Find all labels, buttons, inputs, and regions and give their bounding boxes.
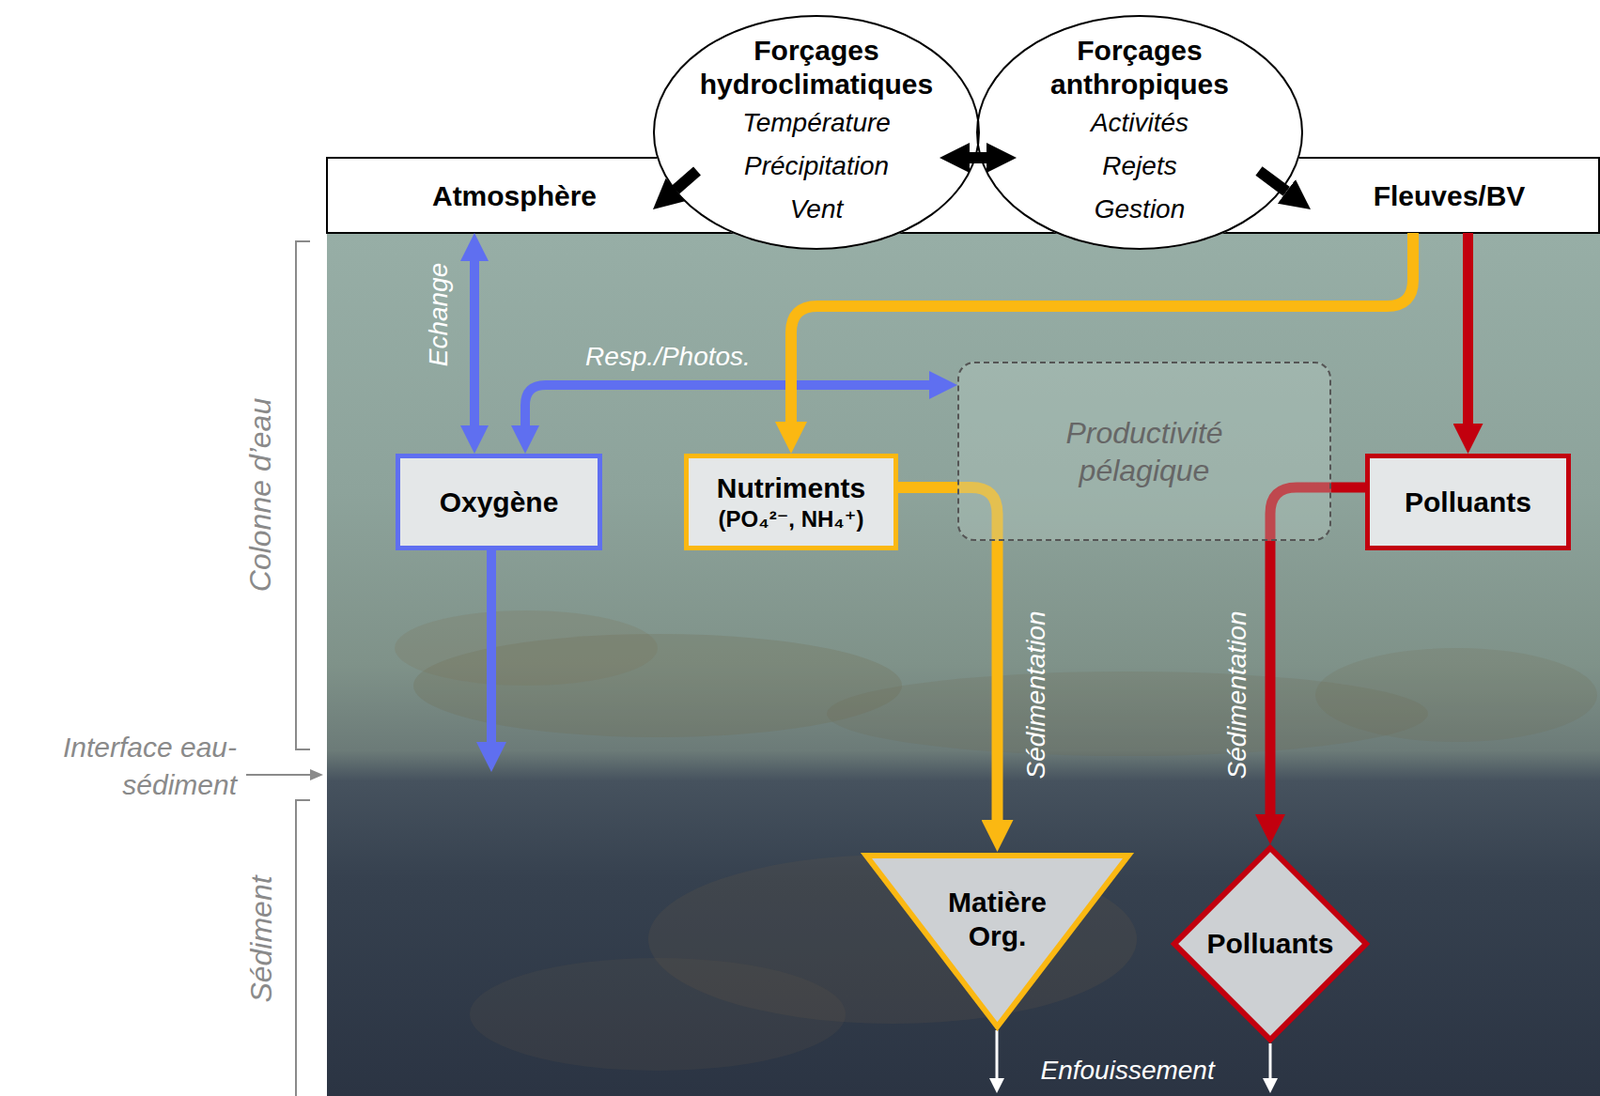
node-content: Oxygène — [400, 458, 598, 546]
node-title: Matière Org. — [927, 885, 1069, 954]
forcing-ellipse: Forçages hydroclimatiquesTempératurePréc… — [652, 15, 980, 250]
ellipse-border — [977, 15, 1303, 249]
water-photo — [326, 233, 1600, 1096]
burial-arrow-head — [989, 1078, 1005, 1094]
node-content: Atmosphère — [375, 159, 653, 234]
region-label: Colonne d’eau — [242, 398, 279, 592]
triangle-border — [866, 855, 1129, 1027]
oxygen-flux-arrow — [486, 550, 497, 745]
bracket — [295, 800, 311, 1096]
region-label: Sédiment — [242, 875, 279, 1003]
oxygen-flux-head — [476, 742, 507, 773]
edge-label: Echange — [422, 263, 455, 368]
bracket — [295, 241, 311, 750]
burial-arrow — [995, 1030, 999, 1081]
node-title: Fleuves/BV — [1373, 179, 1526, 214]
node-content: Polluants — [1170, 844, 1370, 1044]
edge-label: Sédimentation — [1019, 610, 1052, 779]
node-text: Précipitation — [744, 144, 889, 188]
node-title: Forçages hydroclimatiques — [675, 33, 958, 102]
node-content: Matière Org. — [862, 852, 1133, 1031]
node-content: Fleuves/BV — [1310, 159, 1588, 234]
forcing-ellipse: Forçages anthropiquesActivitésRejetsGest… — [976, 15, 1304, 250]
diamond-border — [1174, 848, 1367, 1041]
dashed-region: Productivité pélagique — [957, 361, 1332, 542]
node-text: Gestion — [1094, 187, 1186, 232]
edge-label: Resp./Photos. — [585, 341, 751, 373]
connector-arrow — [969, 152, 987, 164]
interface-pointer — [246, 774, 311, 777]
ellipse-border — [653, 15, 979, 249]
process-box: Oxygène — [395, 453, 603, 551]
compartment-label: Atmosphère — [375, 159, 653, 234]
node-title: Atmosphère — [432, 179, 597, 214]
node-text: (PO₄²⁻, NH₄⁺) — [718, 505, 865, 534]
node-title: Productivité pélagique — [1036, 414, 1253, 490]
sediment-triangle: Matière Org. — [862, 852, 1133, 1031]
connector-arrow — [525, 385, 930, 426]
ellipse-fill — [976, 15, 1304, 250]
process-box: Nutriments(PO₄²⁻, NH₄⁺) — [683, 453, 899, 551]
edge-label: Sédimentation — [1220, 610, 1253, 779]
interface-label: Interface eau-sédiment — [18, 729, 237, 805]
node-content: Polluants — [1369, 458, 1567, 546]
node-content: Nutriments(PO₄²⁻, NH₄⁺) — [688, 458, 894, 546]
node-text: Activités — [1090, 101, 1189, 145]
connector-arrow — [675, 170, 698, 190]
process-box: Polluants — [1365, 453, 1571, 551]
interface-pointer-head — [310, 769, 324, 781]
burial-arrow — [1269, 1043, 1273, 1081]
node-text: Température — [742, 101, 891, 145]
ellipse-fill — [652, 15, 980, 250]
node-title: Oxygène — [439, 485, 560, 520]
sediment-diamond: Polluants — [1170, 844, 1370, 1044]
node-content: Forçages anthropiquesActivitésRejetsGest… — [976, 15, 1304, 250]
node-text: Vent — [790, 187, 844, 232]
connector-arrow — [469, 261, 480, 426]
connector-arrow — [1462, 233, 1474, 424]
compartment-label: Fleuves/BV — [1310, 159, 1588, 234]
process-label: Enfouissement — [1040, 1055, 1215, 1088]
node-title: Polluants — [1404, 485, 1532, 520]
node-title: Polluants — [1206, 927, 1334, 962]
node-title: Nutriments — [716, 471, 866, 506]
burial-arrow-head — [1262, 1078, 1278, 1094]
node-content: Productivité pélagique — [959, 363, 1330, 540]
node-text: Rejets — [1102, 144, 1177, 188]
node-content: Forçages hydroclimatiquesTempératurePréc… — [652, 15, 980, 250]
node-title: Forçages anthropiques — [998, 33, 1281, 102]
